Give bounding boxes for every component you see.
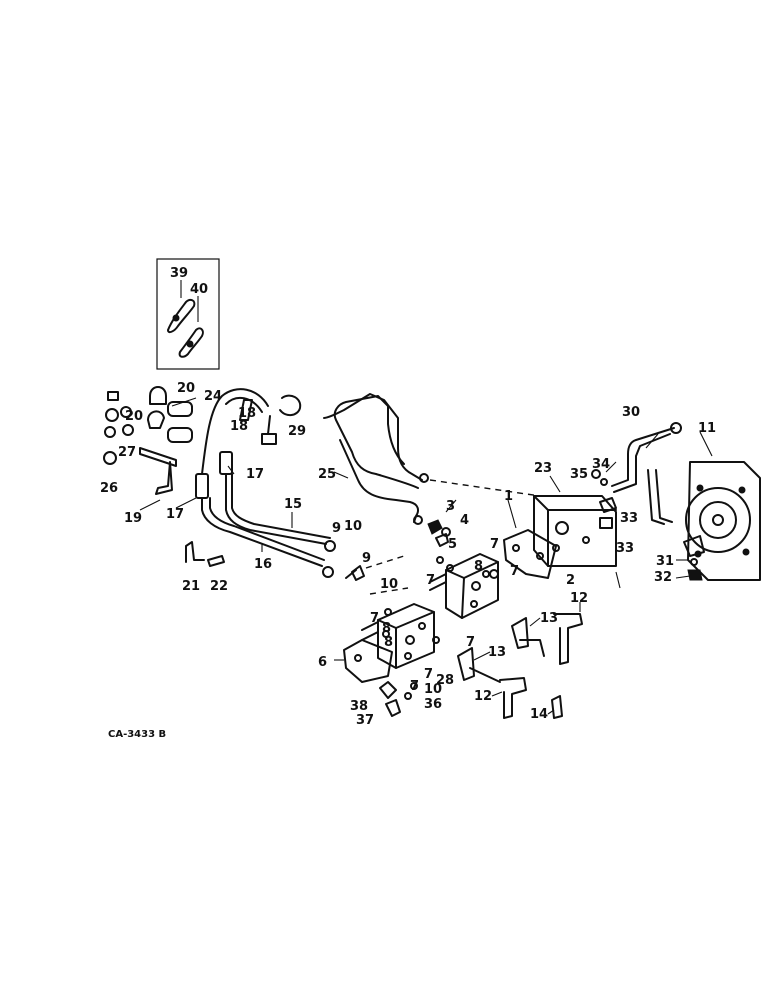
callout-7: 7 xyxy=(410,679,419,694)
callout-11: 11 xyxy=(698,421,716,436)
callout-33: 33 xyxy=(620,511,638,526)
callout-7: 7 xyxy=(424,667,433,682)
callout-7: 7 xyxy=(426,573,435,588)
callout-16: 16 xyxy=(254,557,272,572)
callout-18: 18 xyxy=(230,419,248,434)
fittings-3-4-5 xyxy=(427,519,451,547)
callout-2: 2 xyxy=(566,573,575,588)
leader-lines xyxy=(139,397,713,715)
callout-31: 31 xyxy=(656,554,674,569)
callout-4: 4 xyxy=(460,513,469,528)
callout-30: 30 xyxy=(622,405,640,420)
brackets-21-22 xyxy=(185,541,225,567)
small-parts-36-38 xyxy=(345,555,418,700)
housing-23 xyxy=(533,495,617,567)
callout-37: 37 xyxy=(356,713,374,728)
callout-8: 8 xyxy=(382,621,391,636)
plates-1-6 xyxy=(343,529,557,717)
callout-34: 34 xyxy=(592,457,610,472)
callout-29: 29 xyxy=(288,424,306,439)
callout-17: 17 xyxy=(166,507,184,522)
callout-5: 5 xyxy=(448,537,457,552)
callout-6: 6 xyxy=(318,655,327,670)
callout-27: 27 xyxy=(118,445,136,460)
callout-labels: 39 40 20 24 20 18 18 29 27 26 17 17 19 1… xyxy=(100,266,716,728)
callout-9: 9 xyxy=(332,521,341,536)
callout-32: 32 xyxy=(654,570,672,585)
callout-1: 1 xyxy=(504,489,513,504)
tube-25 xyxy=(323,393,541,525)
callout-8: 8 xyxy=(474,559,483,574)
callout-19: 19 xyxy=(124,511,142,526)
callout-8: 8 xyxy=(384,635,393,650)
callout-3: 3 xyxy=(446,499,455,514)
inset-box xyxy=(156,258,220,370)
callout-12: 12 xyxy=(474,689,492,704)
callout-7: 7 xyxy=(466,635,475,650)
callout-7: 7 xyxy=(510,564,519,579)
callout-33: 33 xyxy=(616,541,634,556)
hose-assemblies xyxy=(195,388,336,578)
callout-18: 18 xyxy=(238,406,256,421)
left-fittings xyxy=(103,386,193,495)
callout-14: 14 xyxy=(530,707,548,722)
callout-21: 21 xyxy=(182,579,200,594)
callout-23: 23 xyxy=(534,461,552,476)
figure-id: CA-3433 B xyxy=(108,729,166,740)
callout-13: 13 xyxy=(540,611,558,626)
callout-25: 25 xyxy=(318,467,336,482)
callout-22: 22 xyxy=(210,579,228,594)
callout-36: 36 xyxy=(424,697,442,712)
callout-12: 12 xyxy=(570,591,588,606)
callout-13: 13 xyxy=(488,645,506,660)
levers-12-13-14 xyxy=(457,613,583,719)
control-valves xyxy=(361,553,499,669)
callout-20: 20 xyxy=(125,409,143,424)
callout-10: 10 xyxy=(424,682,442,697)
callout-26: 26 xyxy=(100,481,118,496)
callout-40: 40 xyxy=(190,282,208,297)
callout-7: 7 xyxy=(490,537,499,552)
tube-30-flange-11 xyxy=(591,422,761,581)
callout-35: 35 xyxy=(570,467,588,482)
callout-24: 24 xyxy=(204,389,222,404)
callout-39: 39 xyxy=(170,266,188,281)
callout-38: 38 xyxy=(350,699,368,714)
callout-20: 20 xyxy=(177,381,195,396)
callout-17: 17 xyxy=(246,467,264,482)
callout-15: 15 xyxy=(284,497,302,512)
callout-7: 7 xyxy=(370,611,379,626)
callout-9: 9 xyxy=(362,551,371,566)
callout-10: 10 xyxy=(344,519,362,534)
callout-28: 28 xyxy=(436,673,454,688)
callout-10: 10 xyxy=(380,577,398,592)
